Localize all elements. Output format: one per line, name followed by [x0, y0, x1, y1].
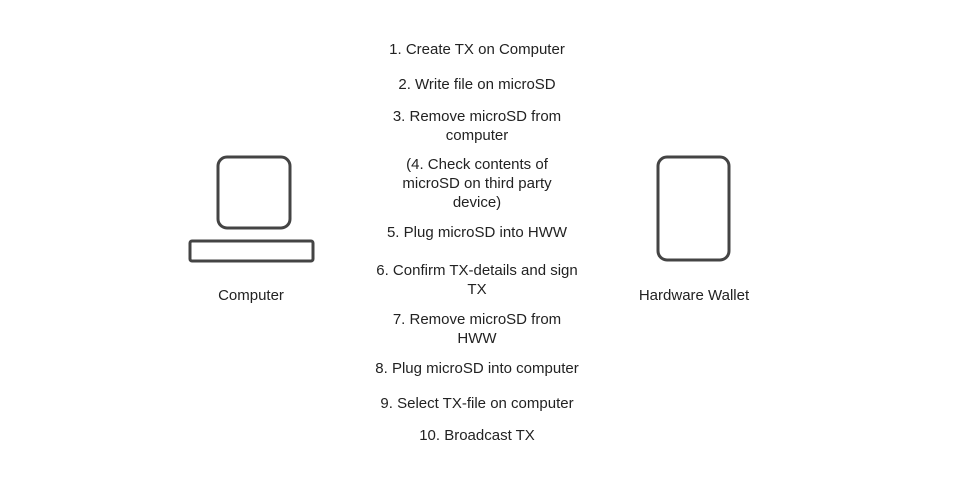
step-1: 1. Create TX on Computer: [389, 41, 565, 58]
step-8: 8. Plug microSD into computer: [375, 360, 579, 377]
step-5: 5. Plug microSD into HWW: [386, 224, 568, 241]
step-3: 3. Remove microSD from computer: [392, 108, 562, 144]
step-9: 9. Select TX-file on computer: [380, 395, 574, 412]
hardware-wallet-label: Hardware Wallet: [638, 287, 750, 304]
step-4: (4. Check contents of microSD on third p…: [402, 156, 552, 211]
hardware-wallet-icon: [656, 155, 731, 262]
computer-icon: [188, 155, 315, 263]
step-10: 10. Broadcast TX: [419, 427, 535, 444]
computer-label: Computer: [218, 287, 284, 304]
step-7: 7. Remove microSD from HWW: [392, 311, 562, 347]
computer-base: [188, 239, 315, 263]
computer-monitor: [216, 155, 292, 230]
step-6: 6. Confirm TX-details and sign TX: [376, 262, 578, 298]
hardware-wallet-body: [656, 155, 731, 262]
step-2: 2. Write file on microSD: [398, 76, 556, 93]
